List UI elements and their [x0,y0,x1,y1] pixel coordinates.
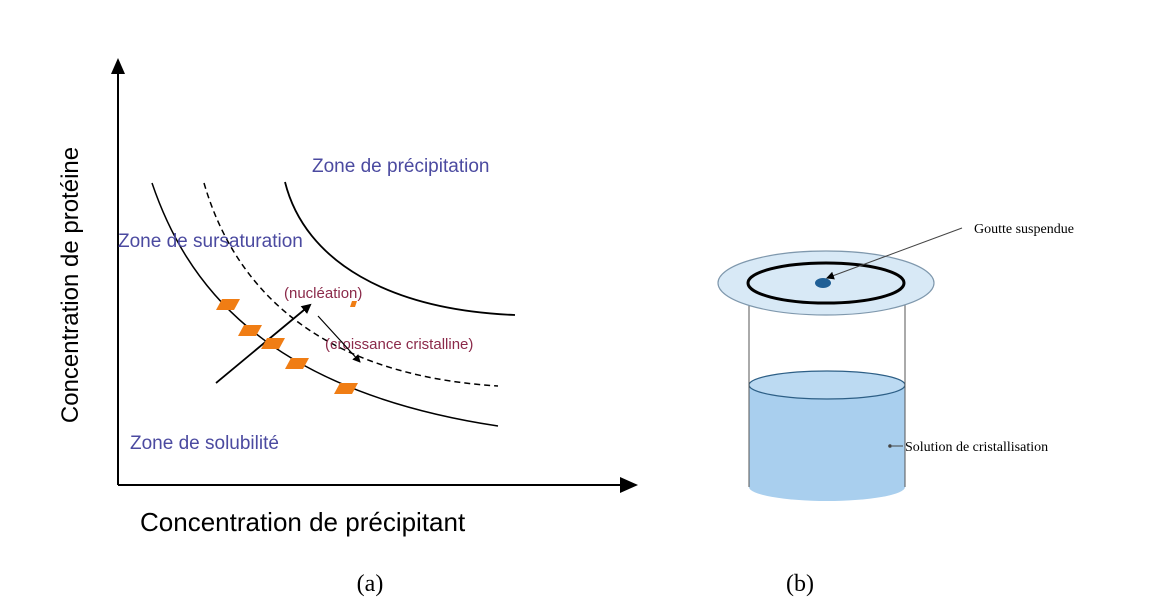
nucleation-arrow [215,303,312,384]
hanging-drop-label: Goutte suspendue [974,222,1074,237]
zone-solubility-label: Zone de solubilité [130,433,279,454]
y-axis-arrow-icon [111,58,125,74]
crystallization-solution [749,385,905,501]
caption-b: (b) [786,571,814,597]
solution-label: Solution de cristallisation [905,440,1048,455]
container-rim [746,261,906,305]
crystal-mark [238,325,262,336]
nucleation-label: (nucléation) [284,285,362,302]
solution-surface [748,370,906,400]
solution-leader-dot [888,444,892,448]
crystal-mark [216,299,240,310]
crystal-speck [350,301,357,307]
hanging-drop-setup: Goutte suspendue Solution de cristallisa… [717,222,1074,501]
hanging-drop [815,278,831,288]
crystal-mark [285,358,309,369]
zone-supersaturation-label: Zone de sursaturation [118,231,303,252]
hanging-drop-leader [826,227,963,280]
y-axis-label: Concentration de protéine [57,147,84,423]
solubility-curve [151,182,499,427]
crystal-growth-label: (croissance cristalline) [325,336,473,353]
crystals [216,299,358,394]
phase-diagram: Concentration de protéine Concentration … [57,58,638,537]
x-axis-label: Concentration de précipitant [140,507,466,537]
supersaturation-limit-curve [203,182,499,387]
crystal-mark [334,383,358,394]
precipitation-curve [284,181,516,316]
caption-a: (a) [357,571,384,597]
x-axis-arrow-icon [620,477,638,493]
crystal-mark [261,338,285,349]
zone-precipitation-label: Zone de précipitation [312,156,489,177]
growth-arrow [317,315,361,363]
